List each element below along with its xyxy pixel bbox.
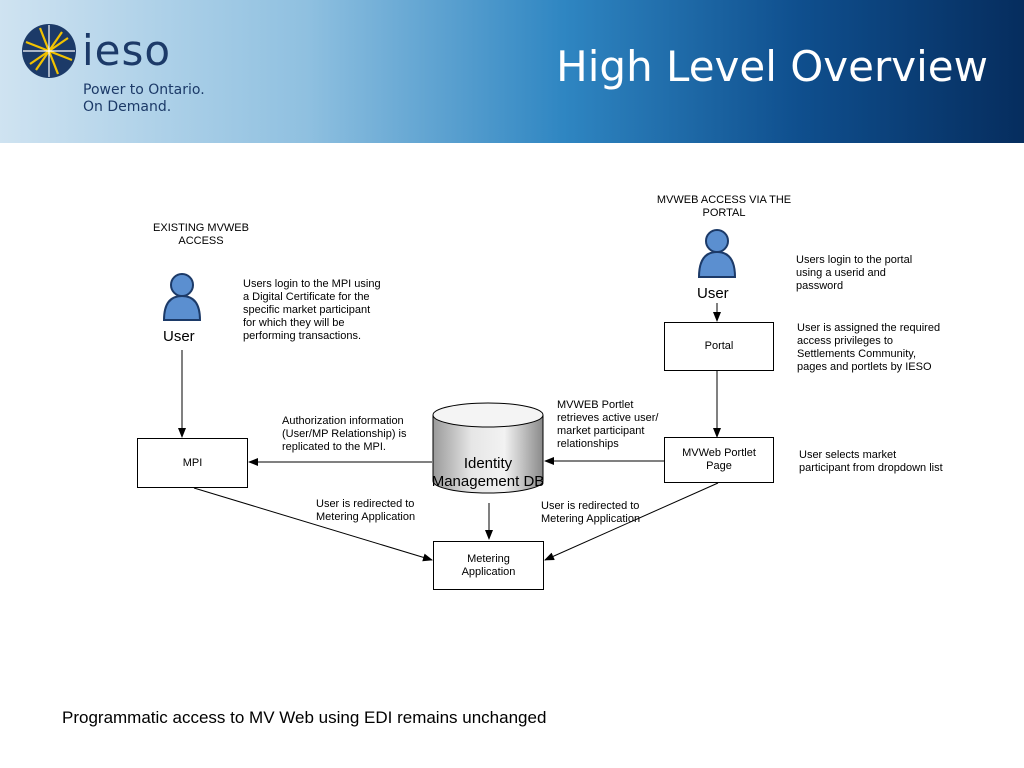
note-redirect-right: User is redirected to Metering Applicati… <box>541 500 641 525</box>
note-mpi-login: Users login to the MPI using a Digital C… <box>243 278 381 342</box>
identity-db-cylinder-shape <box>432 402 544 494</box>
arrow-mpi-to-metering <box>193 487 433 562</box>
logo-wordmark: ieso <box>82 26 172 75</box>
note-portal-login: Users login to the portal using a userid… <box>796 254 913 292</box>
existing-access-heading: EXISTING MVWEB ACCESS <box>153 222 249 247</box>
user-left-label: User <box>163 328 195 345</box>
footer-note: Programmatic access to MV Web using EDI … <box>62 708 547 727</box>
portlet-page-box-label: MVWeb Portlet Page <box>682 447 756 472</box>
ieso-logo-icon <box>22 24 76 78</box>
note-authorization-replicated: Authorization information (User/MP Relat… <box>282 415 407 453</box>
logo-tagline-line-1: Power to Ontario. <box>83 82 205 98</box>
note-dropdown-select: User selects market participant from dro… <box>799 449 943 474</box>
metering-box-label: Metering Application <box>461 552 516 578</box>
user-left-icon <box>162 273 202 321</box>
portal-access-heading: MVWEB ACCESS VIA THE PORTAL <box>656 194 792 219</box>
note-access-privileges: User is assigned the required access pri… <box>797 322 941 373</box>
user-right-icon <box>697 229 737 278</box>
slide-title: High Level Overview <box>556 42 988 91</box>
header-banner <box>0 0 1024 143</box>
metering-application-box: Metering Application <box>433 541 544 590</box>
mpi-box-label: MPI <box>182 456 203 469</box>
logo-tagline-line-2: On Demand. <box>83 99 172 115</box>
note-redirect-left: User is redirected to Metering Applicati… <box>316 498 416 523</box>
portal-box-label: Portal <box>704 340 734 352</box>
portlet-page-box: MVWeb Portlet Page <box>664 437 774 483</box>
arrow-portlet-to-metering <box>544 482 719 561</box>
portal-box: Portal <box>664 322 774 371</box>
identity-db-label: Identity Management DB <box>431 455 545 490</box>
note-portlet-retrieves: MVWEB Portlet retrieves active user/ mar… <box>557 399 659 450</box>
user-right-label: User <box>697 285 729 302</box>
mpi-box: MPI <box>137 438 248 488</box>
